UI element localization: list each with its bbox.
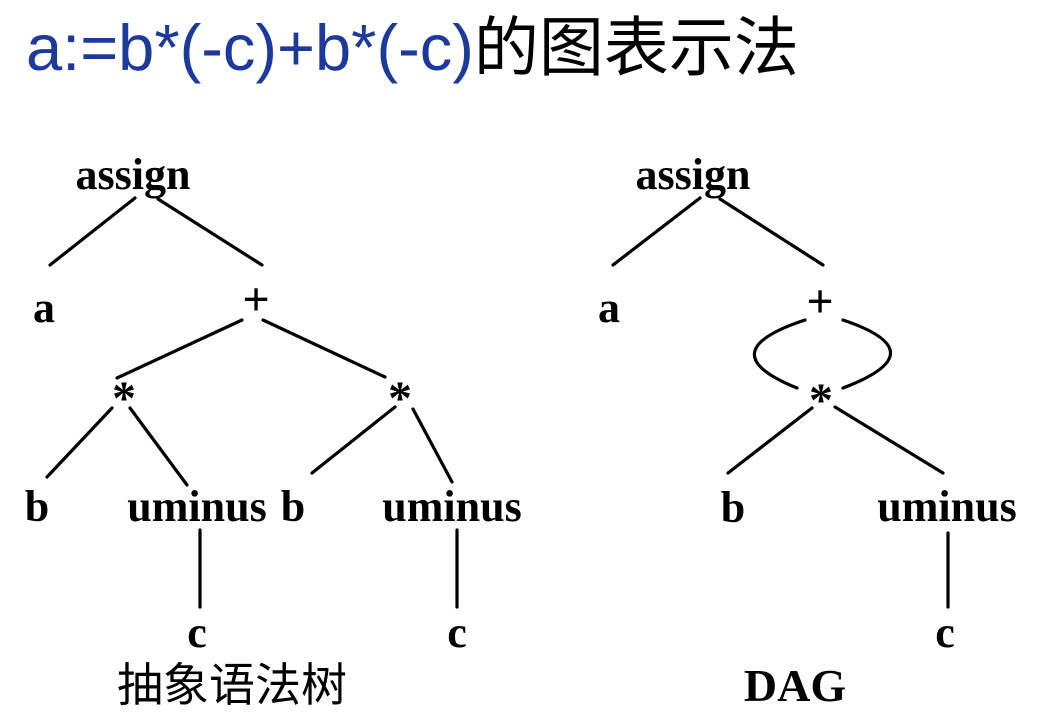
dag-edge-plus-star-right-curve	[841, 318, 892, 390]
ast-edge-starl-b	[45, 406, 114, 479]
dag-node-assign: assign	[635, 150, 751, 199]
ast-node-a: a	[33, 283, 55, 332]
dag-edge-star-b	[726, 406, 814, 475]
dag-node-c: c	[935, 608, 955, 657]
ast-edge-starr-b	[310, 405, 397, 475]
dag-edge-assign-plus	[718, 197, 825, 267]
ast-node-c-left: c	[187, 608, 207, 657]
ast-node-uminus-right: uminus	[382, 482, 522, 531]
ast-edges	[45, 196, 459, 609]
ast-edge-assign-a	[48, 196, 137, 267]
ast-edge-starl-uminus	[128, 406, 189, 487]
dag-caption: DAG	[743, 660, 847, 711]
ast-edge-plus-star-right	[261, 318, 387, 379]
ast-node-star-left: *	[112, 371, 136, 425]
dag-edge-assign-a	[611, 196, 702, 267]
title-formula: a:=b*(-c)+b*(-c)	[26, 11, 474, 84]
title-suffix: 的图表示法	[473, 11, 799, 84]
ast-edge-starr-uminus	[411, 407, 454, 484]
slide-title: a:=b*(-c)+b*(-c)的图表示法	[26, 11, 799, 84]
ast-node-b-left: b	[24, 482, 50, 531]
ast-edge-plus-star-left	[115, 318, 244, 380]
ast-edge-assign-plus	[156, 197, 264, 267]
dag-node-a: a	[598, 283, 620, 332]
dag-node-b: b	[720, 483, 746, 532]
ast-node-c-right: c	[447, 608, 467, 657]
ast-node-plus: +	[242, 273, 270, 327]
dag-edge-plus-star-left-curve	[752, 318, 807, 390]
dag-node-star: *	[809, 373, 833, 427]
ast-caption: 抽象语法树	[117, 660, 347, 711]
dag-node-plus: +	[806, 275, 834, 329]
ast-node-star-right: *	[388, 371, 412, 425]
dag-node-uminus: uminus	[877, 482, 1017, 531]
dag-edges	[611, 196, 950, 609]
ast-node-b-right: b	[280, 482, 306, 531]
dag-edge-star-uminus	[833, 405, 945, 475]
ast-node-uminus-left: uminus	[127, 482, 267, 531]
ast-node-assign: assign	[75, 150, 191, 199]
